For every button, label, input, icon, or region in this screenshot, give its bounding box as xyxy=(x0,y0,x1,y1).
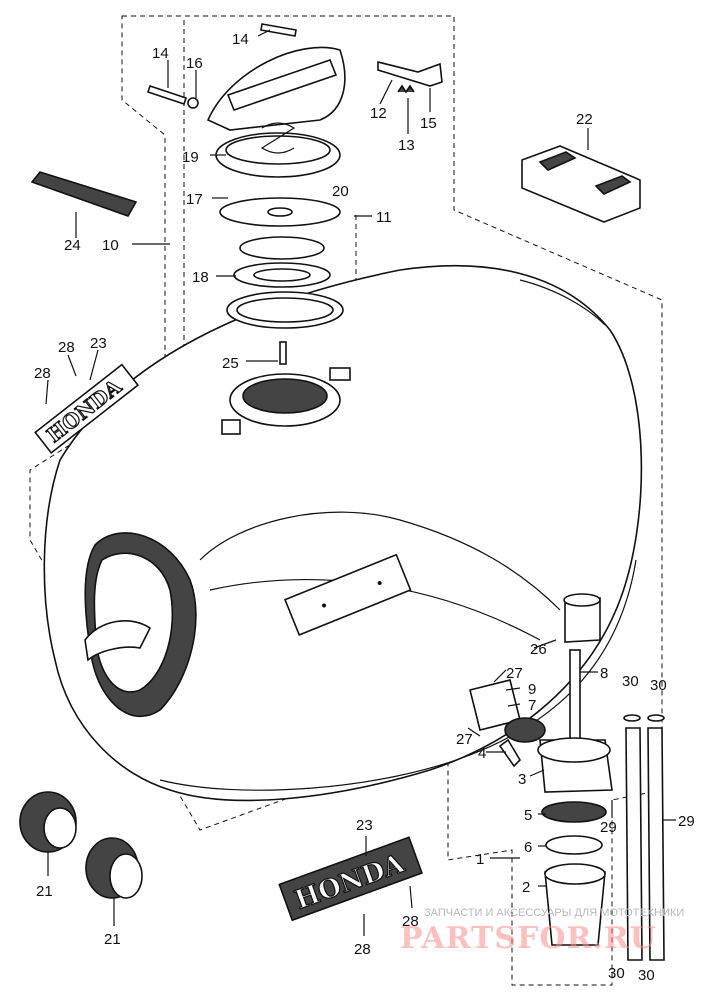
callout-30-top-right: 30 xyxy=(650,677,667,694)
rubber-damper xyxy=(521,145,641,223)
callout-23-lower: 23 xyxy=(356,817,373,834)
callout-28-a: 28 xyxy=(58,339,75,356)
emblem-plate xyxy=(283,553,412,636)
callout-20: 20 xyxy=(332,183,349,200)
callout-2: 2 xyxy=(522,879,530,896)
callout-16: 16 xyxy=(186,55,203,72)
callout-28-d: 28 xyxy=(354,941,371,958)
cap-washers xyxy=(219,197,344,329)
pin xyxy=(279,341,287,365)
callout-27-upper: 27 xyxy=(506,665,523,682)
callout-28-b: 28 xyxy=(34,365,51,382)
callout-22: 22 xyxy=(576,111,593,128)
callout-17: 17 xyxy=(186,191,203,208)
callout-30-top-left: 30 xyxy=(622,673,639,690)
leader-lines xyxy=(45,29,676,936)
watermark-brand: PARTSFOR.RU xyxy=(400,921,657,956)
callout-29-left: 29 xyxy=(600,819,617,836)
callout-30-bottom-left: 30 xyxy=(608,965,625,982)
callout-12: 12 xyxy=(370,105,387,122)
callout-6: 6 xyxy=(524,839,532,856)
callout-26: 26 xyxy=(530,641,547,658)
knee-grips xyxy=(19,791,143,899)
callout-7: 7 xyxy=(528,697,536,714)
hinge-bolts xyxy=(146,23,443,109)
fuel-cock xyxy=(469,593,613,946)
callouts: 1 2 3 4 5 6 7 8 9 10 11 12 13 14 14 15 1… xyxy=(34,31,695,984)
callout-28-c: 28 xyxy=(402,913,419,930)
callout-21-right: 21 xyxy=(104,931,121,948)
callout-23-upper: 23 xyxy=(90,335,107,352)
callout-9: 9 xyxy=(528,681,536,698)
callout-15: 15 xyxy=(420,115,437,132)
callout-3: 3 xyxy=(518,771,526,788)
callout-10: 10 xyxy=(102,237,119,254)
callout-8: 8 xyxy=(600,665,608,682)
lower-honda-emblem: HONDA xyxy=(278,836,423,922)
knee-recess xyxy=(84,532,197,717)
callout-4: 4 xyxy=(478,745,486,762)
callout-18: 18 xyxy=(192,269,209,286)
assembly-boundary xyxy=(29,15,663,986)
callout-29-right: 29 xyxy=(678,813,695,830)
watermark: ЗАПЧАСТИ И АКСЕССУАРЫ ДЛЯ МОТОТЕХНИКИ PA… xyxy=(400,907,684,956)
callout-25: 25 xyxy=(222,355,239,372)
callout-1: 1 xyxy=(476,851,484,868)
tank-stripe xyxy=(30,171,138,217)
fuel-cap xyxy=(206,46,346,178)
callout-27-lower: 27 xyxy=(456,731,473,748)
watermark-caption: ЗАПЧАСТИ И АКСЕССУАРЫ ДЛЯ МОТОТЕХНИКИ xyxy=(424,907,684,919)
callout-13: 13 xyxy=(398,137,415,154)
fuel-tank xyxy=(43,264,643,802)
callout-14-top: 14 xyxy=(232,31,249,48)
fuel-lines xyxy=(623,714,665,961)
callout-19: 19 xyxy=(182,149,199,166)
callout-11: 11 xyxy=(376,209,392,226)
filler-neck xyxy=(221,367,351,435)
callout-14-left: 14 xyxy=(152,45,169,62)
callout-30-bottom-right: 30 xyxy=(638,967,655,984)
callout-21-left: 21 xyxy=(36,883,53,900)
callout-5: 5 xyxy=(524,807,532,824)
callout-24: 24 xyxy=(64,237,81,254)
